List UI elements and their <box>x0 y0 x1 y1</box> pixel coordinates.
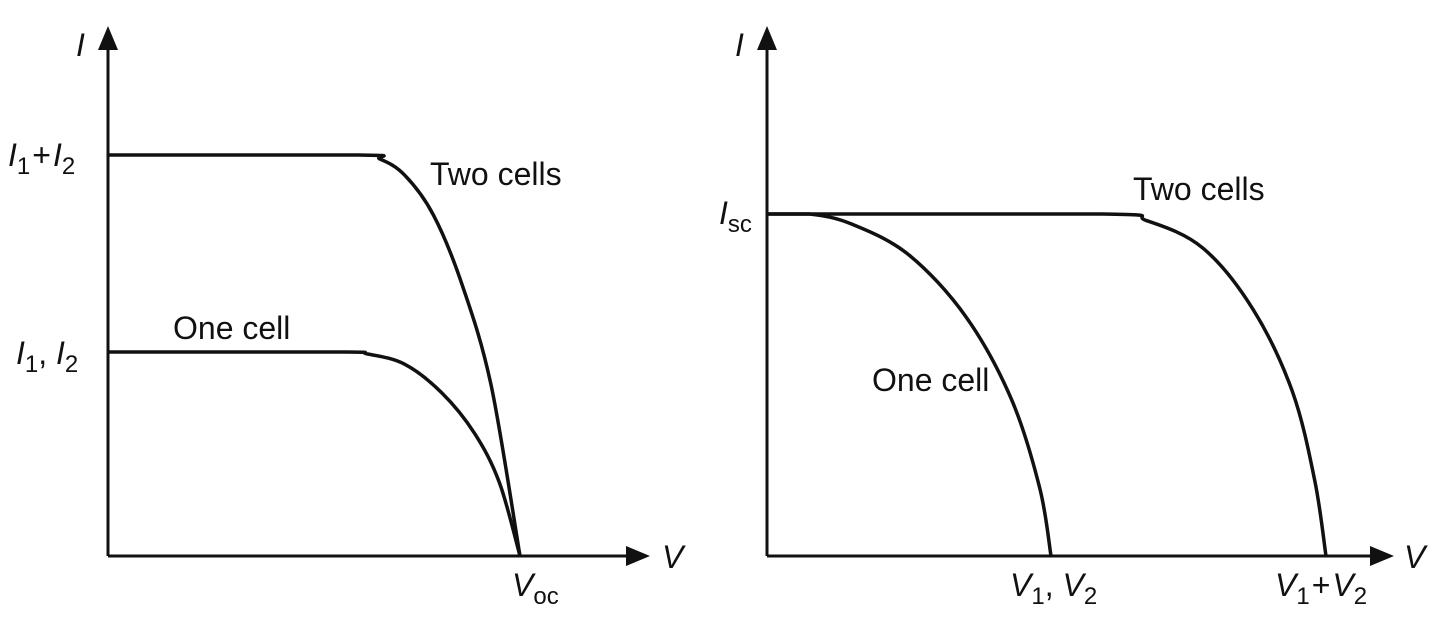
right-series-two-cells-line <box>767 212 1328 557</box>
left-x-tick-label-voc: Voc <box>512 567 559 610</box>
left-y-tick-label-sum: I1+I2 <box>8 137 75 180</box>
left-series-one-cell-line <box>108 350 522 557</box>
right-series-one-cell-label: One cell <box>872 362 989 398</box>
left-series-one-cell-label: One cell <box>173 310 290 346</box>
right-panel: I V Isc V1, V2 V1+V2 Two cells One cell <box>719 26 1428 610</box>
left-y-tick-label-single: I1, I2 <box>16 335 78 378</box>
left-x-axis-label: V <box>662 539 686 575</box>
left-y-axis-label: I <box>76 27 85 63</box>
right-y-axis-arrowhead <box>757 26 777 50</box>
right-y-axis-label: I <box>735 27 744 63</box>
left-series-two-cells-label: Two cells <box>430 156 562 192</box>
left-panel: I V I1+I2 I1, I2 Voc Two cells One cell <box>8 26 686 610</box>
left-y-axis-arrowhead <box>98 26 118 50</box>
left-x-axis-arrowhead <box>626 546 650 566</box>
right-x-axis-arrowhead <box>1370 546 1394 566</box>
right-x-axis-label: V <box>1404 539 1428 575</box>
right-x-tick-label-sum: V1+V2 <box>1275 567 1367 610</box>
right-series-one-cell-line <box>767 212 1053 557</box>
left-series-two-cells-line <box>108 153 522 557</box>
right-x-tick-label-single: V1, V2 <box>1010 567 1097 610</box>
right-y-tick-label-isc: Isc <box>719 195 752 238</box>
right-series-two-cells-label: Two cells <box>1133 171 1265 207</box>
